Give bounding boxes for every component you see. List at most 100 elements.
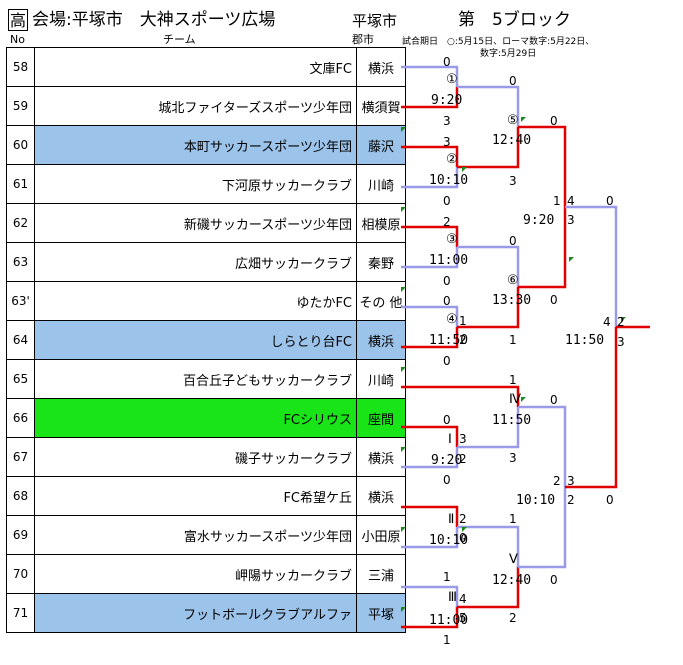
team-name: 百合丘子どもサッカークラブ (34, 359, 357, 399)
team-city: 横浜 (356, 47, 406, 87)
category-mark: 高 (8, 9, 28, 31)
corner-marker (401, 607, 406, 612)
bracket-line (401, 425, 459, 447)
match-label: 11:50 (429, 333, 468, 348)
match-score: 0 (459, 531, 467, 545)
match-label: 12:40 (492, 573, 531, 588)
team-number: 64 (6, 320, 35, 360)
bracket-line (457, 127, 520, 169)
match-score: 1 (443, 633, 451, 647)
bracket-line (401, 225, 459, 247)
column-header-city: 郡市 (352, 33, 374, 46)
bracket-line (401, 607, 459, 629)
bracket-line (518, 207, 567, 289)
match-score: 4 (459, 592, 467, 606)
corner-marker (621, 317, 626, 322)
team-city: 川崎 (356, 164, 406, 204)
match-label: 11:50 (492, 413, 531, 428)
team-number: 61 (6, 164, 35, 204)
team-name: 新磯サッカースポーツ少年団 (34, 203, 357, 243)
team-name: FCシリウス (34, 398, 357, 438)
bracket-line (457, 85, 520, 127)
team-city: 横浜 (356, 320, 406, 360)
match-score: 2 (459, 512, 467, 526)
bracket-line (401, 305, 459, 327)
match-score: 0 (606, 493, 614, 507)
team-name: 富水サッカースポーツ少年団 (34, 515, 357, 555)
match-score: 0 (509, 234, 517, 248)
bracket-line (457, 407, 520, 449)
team-city: 秦野 (356, 242, 406, 282)
bracket-line (401, 167, 459, 189)
match-score: 0 (443, 294, 451, 308)
match-score: 2 (459, 452, 467, 466)
match-label: ⑤ (507, 113, 519, 128)
bracket-line (565, 205, 618, 327)
match-label: 10:10 (516, 493, 555, 508)
bracket-line (401, 327, 459, 349)
match-score: 0 (443, 473, 451, 487)
match-score: 0 (443, 194, 451, 208)
corner-marker (521, 117, 526, 122)
match-score: 2 (567, 493, 575, 507)
team-name: 岬陽サッカークラブ (34, 554, 357, 594)
match-label: 9:20 (523, 213, 554, 228)
bracket-line (457, 567, 520, 609)
match-score: 2 (443, 215, 451, 229)
match-score: 0 (550, 573, 558, 587)
match-score: 3 (567, 213, 575, 227)
date-legend-line: 試合期日 ○:5月15日、ローマ数字:5月22日、 (402, 37, 595, 47)
team-city: 小田原 (356, 515, 406, 555)
match-score: 0 (550, 293, 558, 307)
corner-marker (521, 397, 526, 402)
match-score: 0 (443, 55, 451, 69)
bracket-line (401, 527, 459, 549)
bracket-line (565, 327, 618, 489)
match-score: 2 (509, 611, 517, 625)
team-number: 68 (6, 476, 35, 516)
match-score: 3 (567, 474, 575, 488)
match-label: 10:10 (429, 173, 468, 188)
team-city: 相模原 (356, 203, 406, 243)
match-score: 4 (567, 194, 575, 208)
team-name: 本町サッカースポーツ少年団 (34, 125, 357, 165)
bracket-line (401, 385, 520, 407)
bracket-line (401, 65, 459, 87)
corner-marker (401, 527, 406, 532)
column-header-no: No (10, 33, 25, 46)
match-score: 4 (603, 315, 611, 329)
match-score: 1 (509, 333, 517, 347)
match-score: 0 (550, 114, 558, 128)
bracket-line (401, 87, 459, 109)
match-label: 9:20 (431, 93, 462, 108)
match-score: 1 (443, 570, 451, 584)
bracket-line (401, 585, 459, 607)
match-score: 3 (443, 114, 451, 128)
match-label: ③ (446, 232, 458, 247)
bracket-line (457, 287, 520, 329)
bracket-line (457, 245, 520, 287)
venue-title: 会場:平塚市 大神スポーツ広場 (32, 10, 276, 30)
match-label: ① (446, 72, 458, 87)
bracket-line (401, 447, 459, 469)
team-city: 平塚 (356, 593, 406, 633)
team-city: 三浦 (356, 554, 406, 594)
match-score: 1 (509, 512, 517, 526)
match-score: 1 (509, 373, 517, 387)
bracket-line (518, 487, 567, 569)
match-label: 11:50 (565, 333, 604, 348)
match-label: Ⅳ (509, 392, 521, 407)
match-score: 2 (617, 315, 625, 329)
team-number: 69 (6, 515, 35, 555)
